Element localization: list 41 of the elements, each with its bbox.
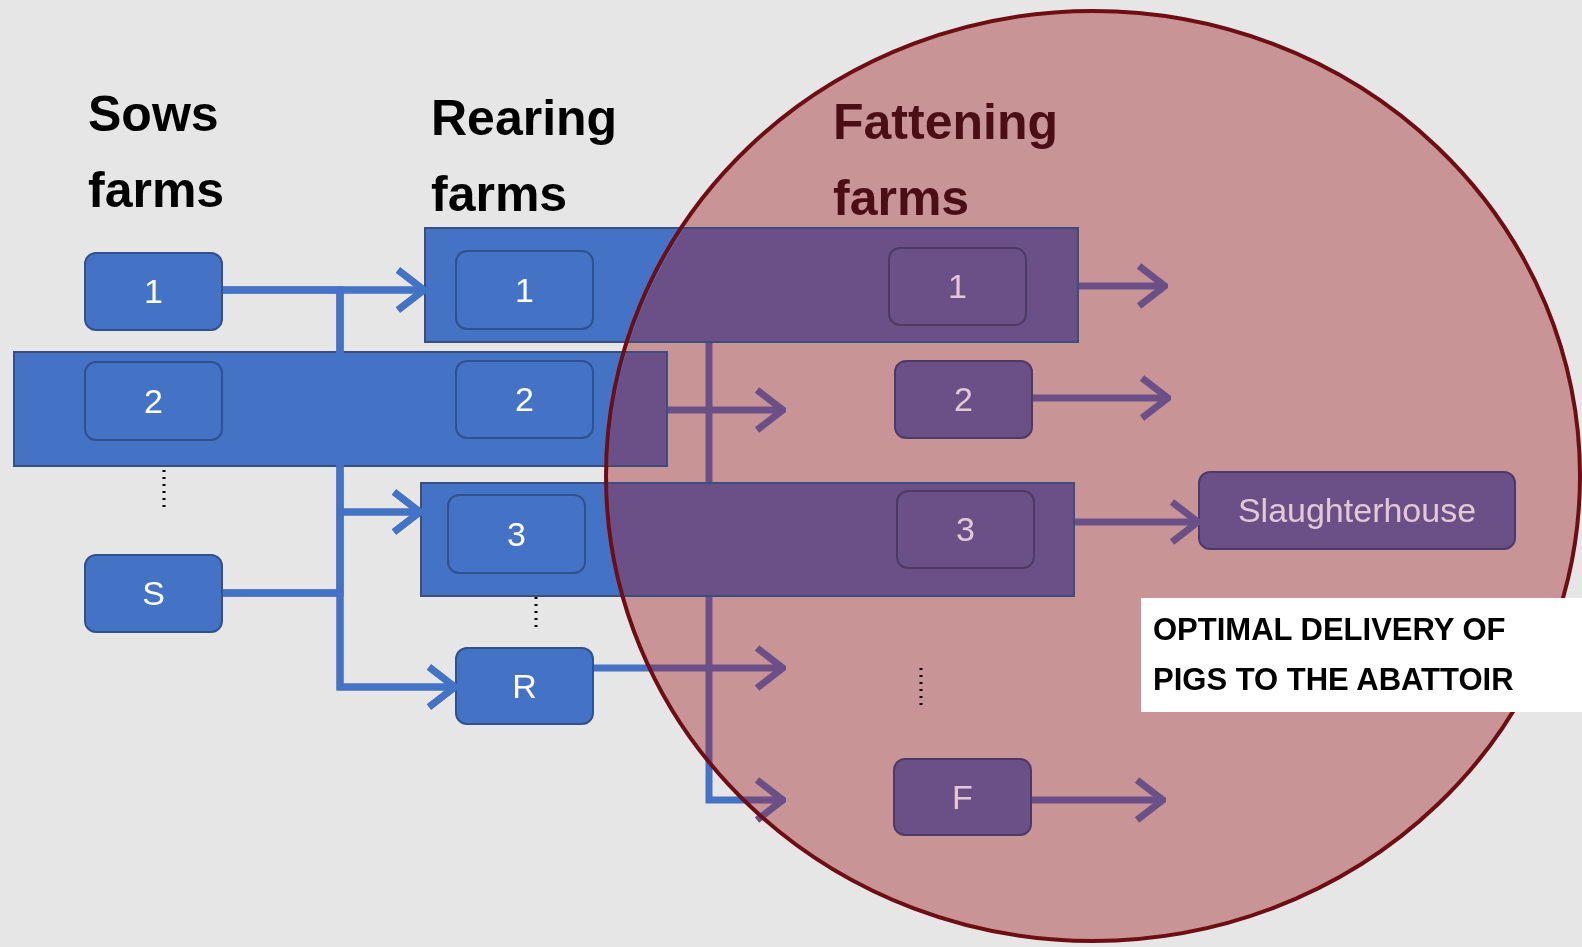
farm-box — [447, 494, 586, 574]
connector-line — [705, 343, 713, 482]
farm-box — [455, 250, 594, 330]
column-heading: Fattening farms — [833, 93, 1059, 228]
box-label: S — [142, 574, 165, 613]
box-label: 3 — [956, 510, 975, 549]
box-label: 3 — [507, 514, 526, 554]
arrow — [668, 386, 787, 434]
box-label: 2 — [954, 380, 973, 419]
farm-box — [893, 758, 1032, 836]
arrow — [1079, 262, 1169, 310]
farm-box — [894, 360, 1033, 439]
box-label: 2 — [144, 381, 163, 421]
farm-box — [455, 360, 594, 439]
arrow — [1075, 498, 1202, 546]
arrow — [705, 597, 787, 824]
arrow — [1033, 374, 1172, 422]
box-label: 1 — [948, 267, 967, 306]
box-label: 1 — [515, 270, 534, 310]
highlight-band — [420, 482, 1075, 597]
box-label: R — [512, 666, 537, 706]
farm-box — [84, 554, 223, 633]
destination-box — [1198, 471, 1516, 550]
column-heading: Sows farms — [88, 85, 226, 220]
highlight-band — [424, 227, 1079, 343]
box-label: 2 — [515, 380, 534, 419]
farm-box — [888, 247, 1027, 326]
note-box — [1141, 598, 1582, 712]
note-text: OPTIMAL DELIVERY OF PIGS TO THE ABATTOIR — [1153, 611, 1515, 699]
arrow — [594, 644, 787, 692]
farm-box — [84, 252, 223, 331]
farm-box — [896, 490, 1035, 569]
box-label: F — [952, 777, 973, 817]
arrow — [223, 589, 459, 711]
farm-box — [455, 647, 594, 725]
arrow — [1032, 776, 1167, 824]
column-heading: Rearing farms — [431, 89, 619, 224]
box-label: 1 — [144, 272, 163, 311]
box-label: Slaughterhouse — [1237, 491, 1477, 530]
highlight-band — [13, 351, 668, 467]
farm-box — [84, 361, 223, 441]
